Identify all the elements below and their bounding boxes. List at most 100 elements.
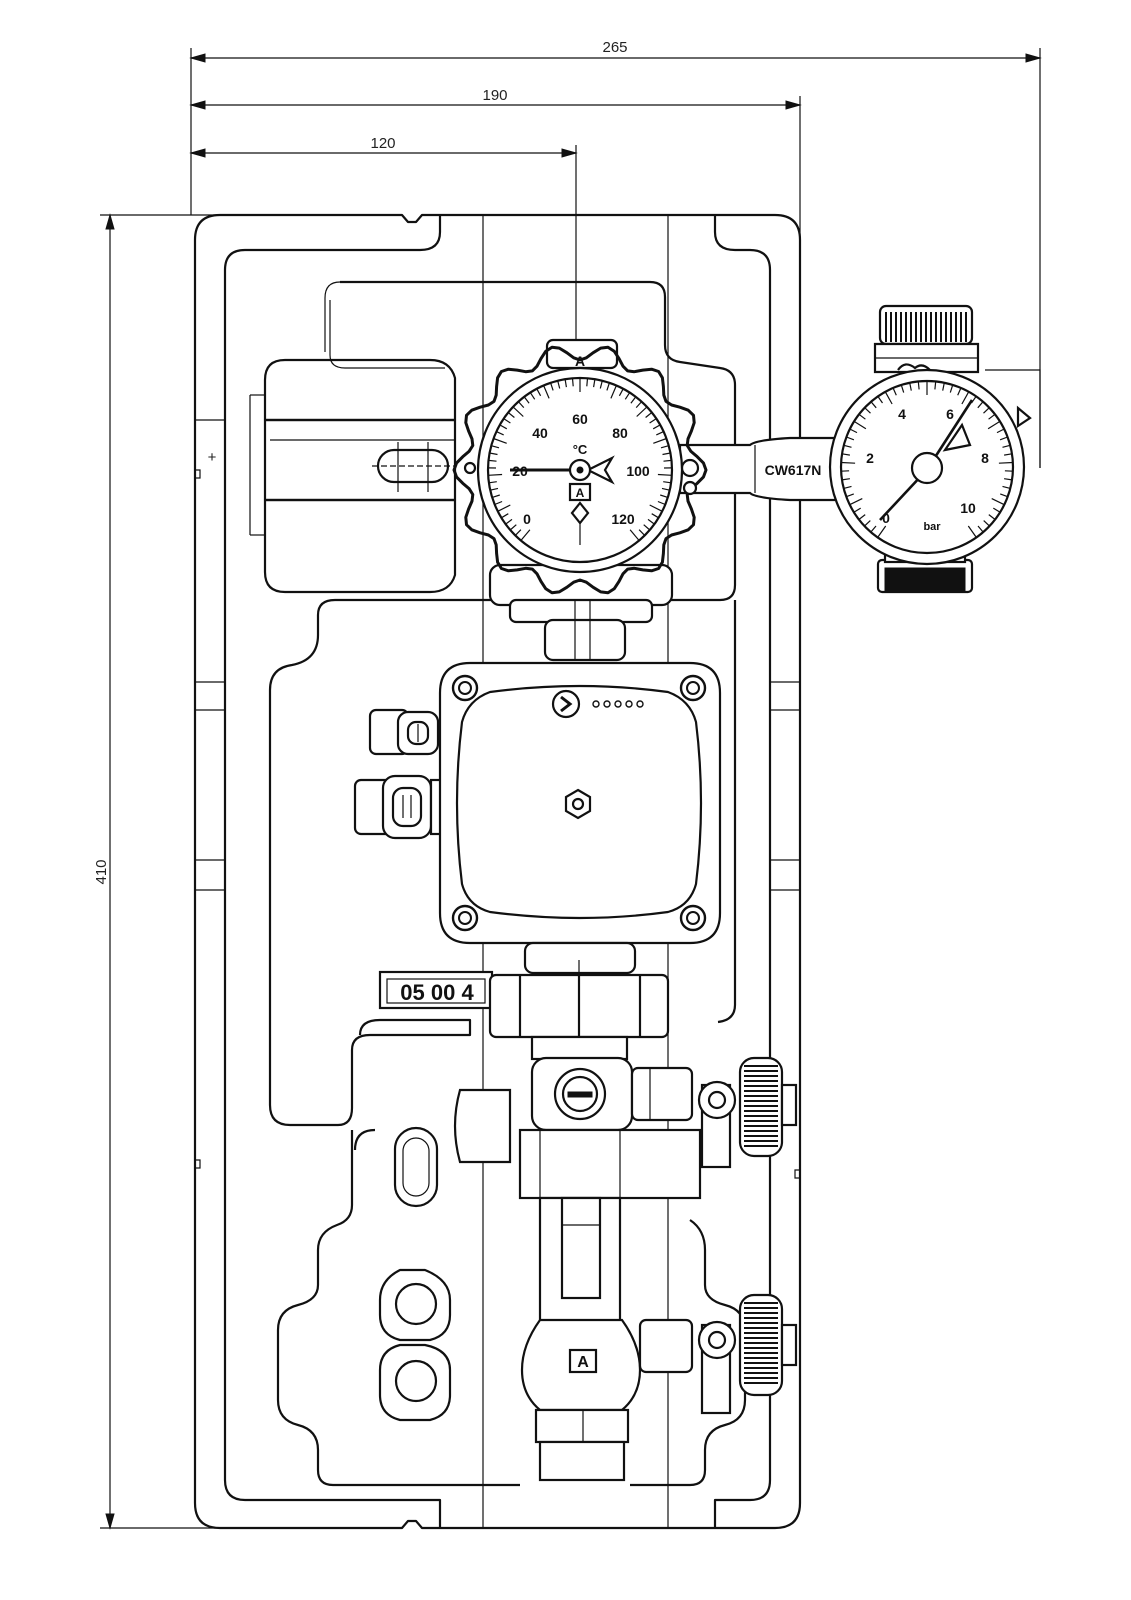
gauge-scale-2: 2 bbox=[866, 450, 874, 466]
product-code-label: 05 00 4 bbox=[378, 970, 494, 1010]
dial-tick bbox=[858, 514, 866, 520]
gauge-unit: bar bbox=[923, 521, 941, 533]
dimension-lines: 265 190 120 410 bbox=[93, 39, 1042, 1530]
dial-tick bbox=[489, 452, 498, 456]
dial-tick bbox=[892, 387, 897, 396]
dial-tick bbox=[846, 436, 855, 441]
dial-tick bbox=[849, 428, 858, 434]
gauge-scale-4: 4 bbox=[898, 406, 906, 422]
fitting-material-label: CW617N bbox=[765, 462, 822, 478]
dial-tick bbox=[991, 498, 1005, 506]
pump-screw-head bbox=[458, 911, 472, 925]
dial-tick bbox=[853, 507, 862, 513]
dial-tick bbox=[514, 529, 522, 536]
dial-tick bbox=[635, 401, 643, 409]
thermometer-unit: °C bbox=[573, 442, 588, 457]
dial-tick bbox=[870, 401, 877, 409]
dial-tick bbox=[988, 514, 996, 520]
dial-tick bbox=[586, 378, 589, 387]
pump-led-indicator bbox=[603, 700, 611, 708]
dial-tick bbox=[657, 473, 672, 476]
dial-tick bbox=[849, 498, 863, 506]
dial-tick bbox=[949, 384, 954, 393]
pump-led-indicator bbox=[614, 700, 622, 708]
dial-tick bbox=[841, 478, 850, 481]
dial-tick bbox=[884, 391, 893, 405]
dial-tick bbox=[571, 378, 574, 387]
dial-tick bbox=[630, 396, 637, 404]
dial-tick bbox=[660, 494, 668, 498]
dial-tick bbox=[649, 504, 663, 512]
dial-tick bbox=[999, 436, 1008, 441]
dial-tick bbox=[870, 525, 877, 533]
dial-tick bbox=[493, 437, 507, 444]
gauge-scale-10: 10 bbox=[960, 500, 976, 516]
dial-tick bbox=[488, 459, 497, 462]
dial-tick bbox=[550, 382, 554, 391]
pump-led-indicator bbox=[592, 700, 600, 708]
dial-tick bbox=[1004, 478, 1013, 481]
dial-tick bbox=[638, 529, 646, 536]
dial-tick bbox=[512, 406, 524, 417]
dial-tick bbox=[942, 382, 945, 391]
gauge-scale-0: 0 bbox=[882, 510, 890, 526]
dial-tick bbox=[660, 445, 669, 449]
dial-tick bbox=[593, 379, 596, 388]
pump-screw-head bbox=[686, 911, 700, 925]
dial-tick bbox=[520, 529, 531, 541]
dial-tick bbox=[645, 412, 653, 418]
dial-tick bbox=[652, 424, 661, 430]
dial-tick bbox=[656, 431, 664, 436]
dial-tick bbox=[517, 401, 525, 409]
dial-tick bbox=[983, 520, 990, 527]
dial-tick bbox=[843, 485, 852, 489]
gauge-connector: CW617N bbox=[678, 436, 842, 502]
dial-tick bbox=[846, 493, 855, 498]
dial-tick bbox=[492, 494, 500, 498]
dial-tick bbox=[961, 391, 970, 405]
dial-tick bbox=[853, 420, 867, 430]
dial-tick bbox=[999, 493, 1008, 498]
dial-tick bbox=[507, 412, 515, 418]
dial-tick bbox=[983, 407, 990, 414]
dial-tick bbox=[536, 388, 542, 397]
dial-tick bbox=[497, 504, 511, 512]
dial-tick bbox=[864, 520, 871, 527]
dial-tick bbox=[987, 420, 1001, 430]
thermometer-scale-100: 100 bbox=[626, 463, 650, 479]
dial-tick bbox=[491, 445, 500, 449]
dial-tick bbox=[606, 382, 610, 391]
dial-tick bbox=[624, 392, 631, 400]
dial-tick bbox=[523, 396, 530, 404]
dial-tick bbox=[909, 382, 912, 391]
dimension-height: 410 bbox=[93, 859, 110, 884]
dial-tick bbox=[490, 487, 499, 491]
gauge-scale-6: 6 bbox=[946, 406, 954, 422]
dial-tick bbox=[503, 418, 511, 424]
dial-tick bbox=[488, 481, 497, 484]
valve-mark: A bbox=[577, 1354, 589, 1371]
thermometer-face-mark: A bbox=[576, 486, 585, 500]
flow-indicator bbox=[538, 1196, 622, 1340]
union-nut bbox=[488, 960, 670, 1039]
pump-led-indicator bbox=[636, 700, 644, 708]
thermometer-top-mark: A bbox=[575, 353, 585, 369]
product-code: 05 00 4 bbox=[400, 980, 474, 1005]
dial-tick bbox=[841, 461, 856, 464]
dial-tick bbox=[661, 487, 670, 491]
gauge-scale-8: 8 bbox=[981, 450, 989, 466]
dial-tick bbox=[647, 518, 655, 525]
left-outlet bbox=[249, 358, 457, 594]
thermometer-bezel bbox=[452, 345, 708, 595]
pump-led-indicator bbox=[625, 700, 633, 708]
upper-ball-valve bbox=[453, 1035, 798, 1200]
dial-tick bbox=[1002, 444, 1011, 448]
dial-tick bbox=[877, 525, 887, 538]
dimension-width-to-gauge-axis: 120 bbox=[370, 135, 395, 152]
dial-tick bbox=[900, 384, 905, 393]
dial-tick bbox=[977, 401, 984, 409]
dial-tick bbox=[653, 437, 667, 444]
dial-tick bbox=[996, 428, 1005, 434]
pump-screw-head bbox=[686, 681, 700, 695]
